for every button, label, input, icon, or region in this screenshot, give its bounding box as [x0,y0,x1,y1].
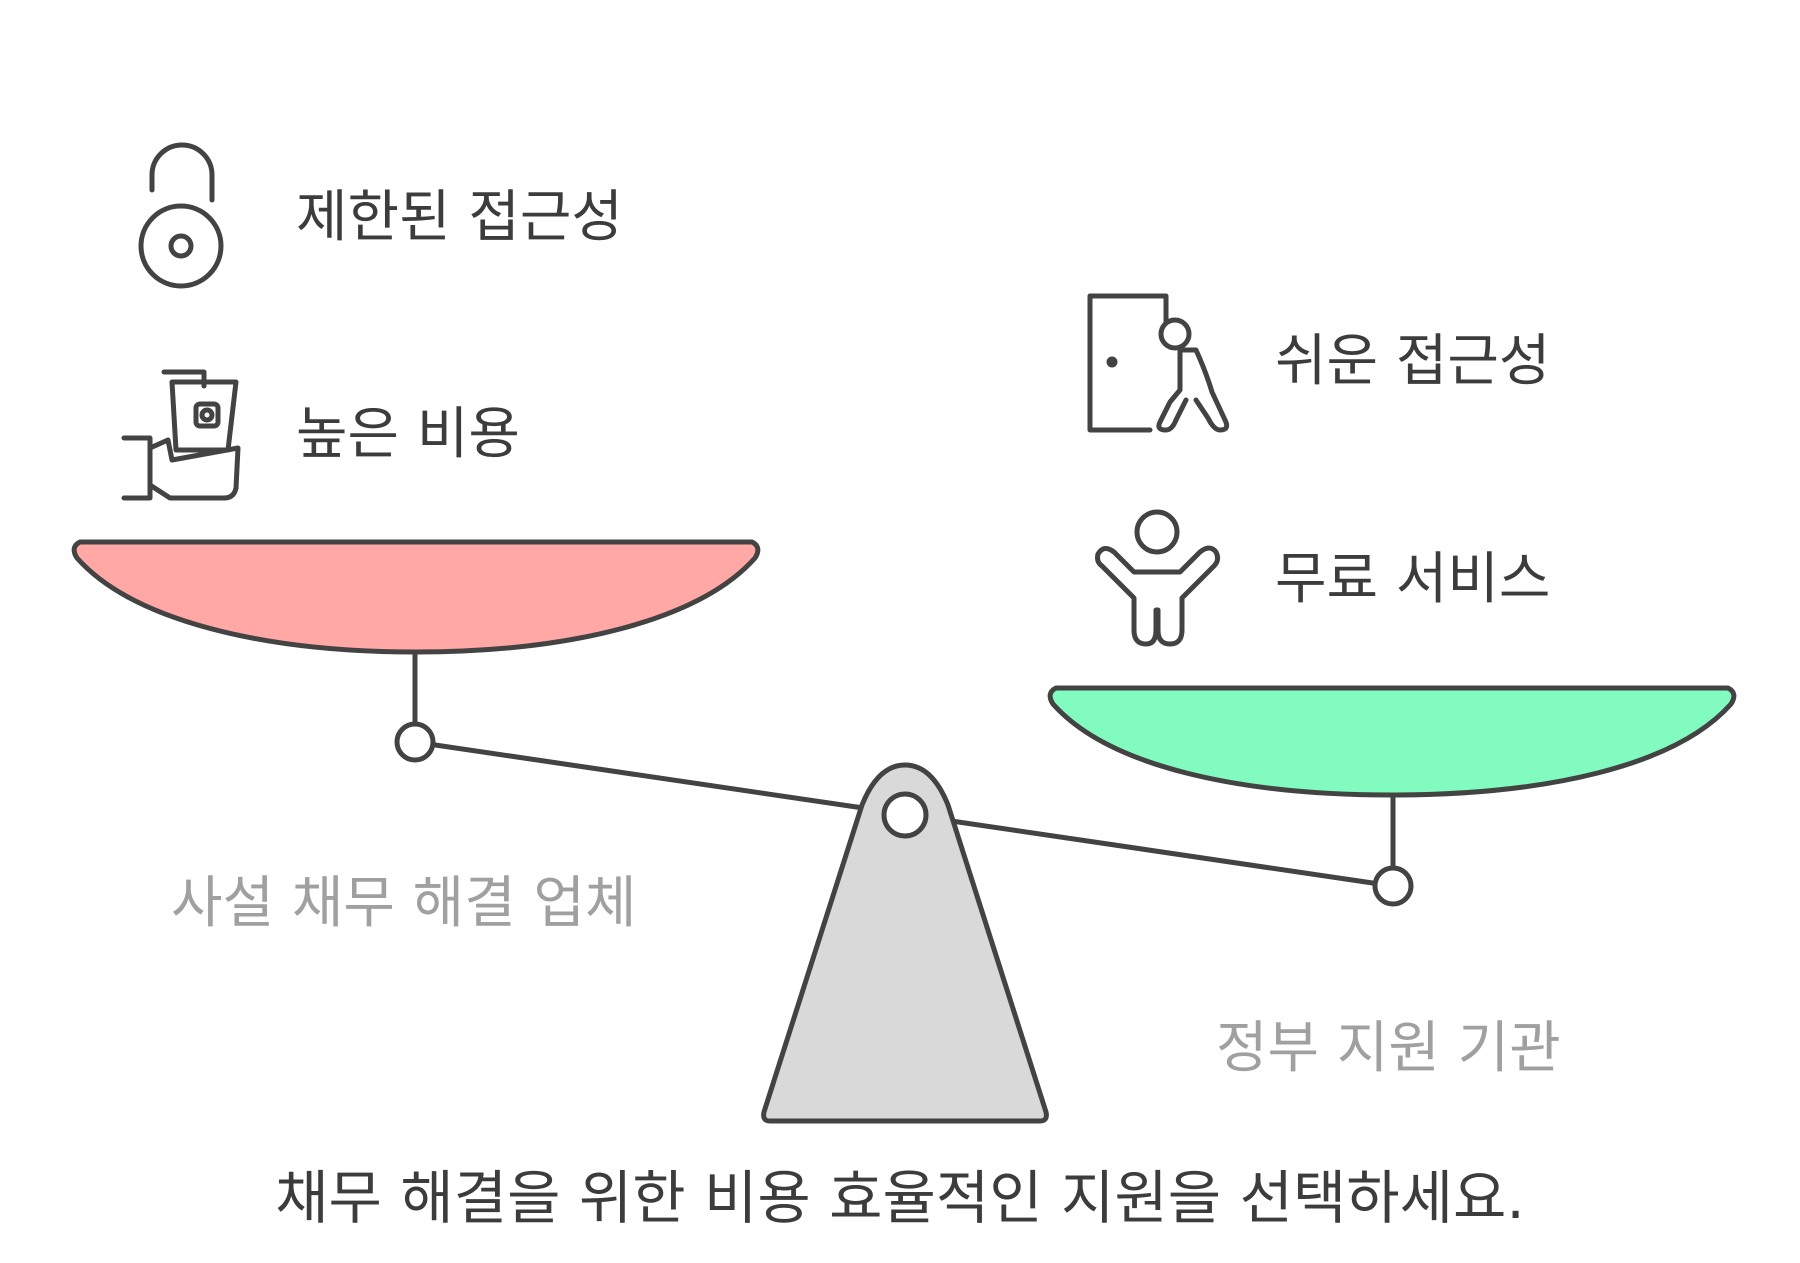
fulcrum-pivot [881,791,929,839]
left-side-name: 사설 채무 해결 업체 [171,871,637,936]
cheering-person-icon [1095,509,1221,647]
person-walking-through-door-icon [1087,293,1230,433]
left-pivot [394,721,436,763]
hand-holding-money-icon [121,369,241,501]
scale-fulcrum [761,762,1049,1124]
right-pan [1047,685,1737,798]
right-side-name: 정부 지원 기관 [1216,1016,1561,1081]
right-pivot [1372,865,1414,907]
diagram-caption: 채무 해결을 위한 비용 효율적인 지원을 선택하세요. [275,1164,1525,1232]
unlocked-padlock-icon [138,142,224,289]
label-high-cost: 높은 비용 [296,402,520,467]
left-pan [71,539,761,655]
label-easy-accessibility: 쉬운 접근성 [1275,329,1550,394]
label-limited-accessibility: 제한된 접근성 [296,185,623,250]
label-free-service: 무료 서비스 [1275,547,1550,612]
